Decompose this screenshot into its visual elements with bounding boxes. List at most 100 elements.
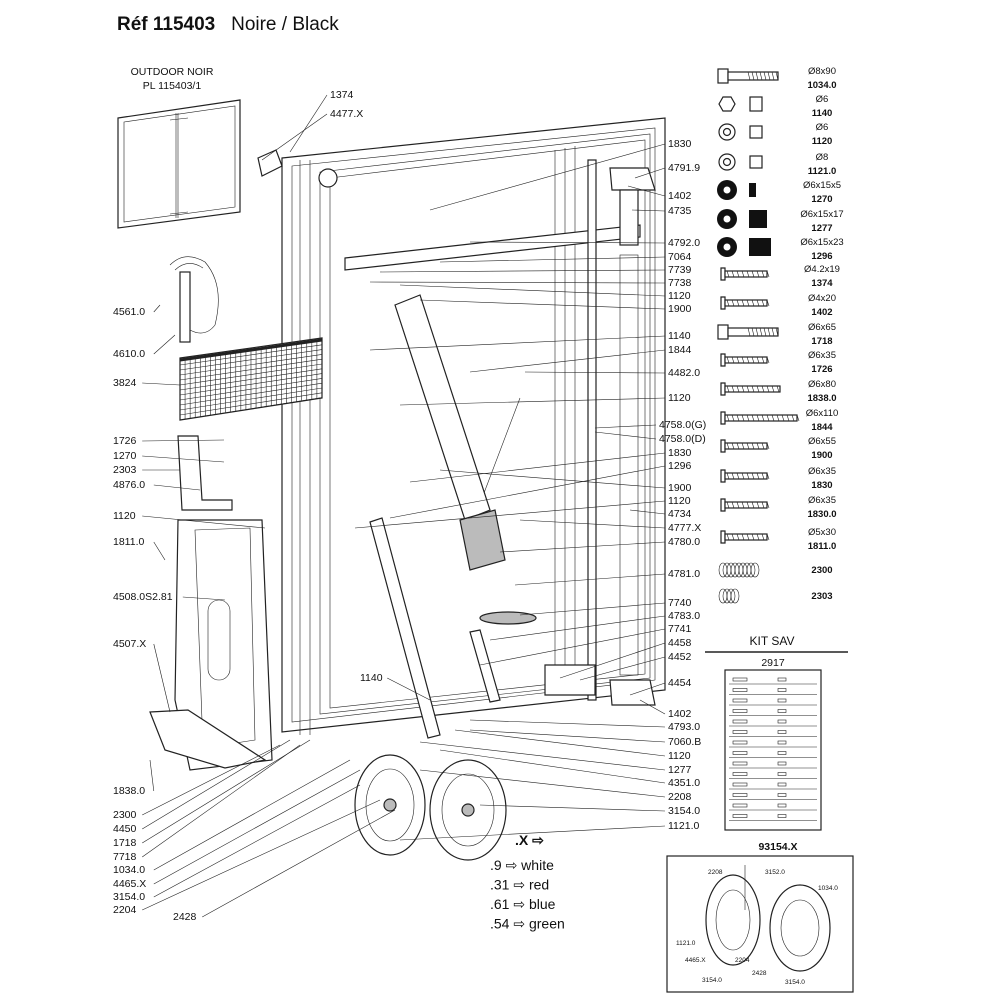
callout-label-right: 7738 [668,277,692,289]
callout-label-left: 1726 [113,435,137,447]
callout-label-left: 3824 [113,377,137,389]
callouts-left: 4561.04610.038241726127023034876.0112018… [113,306,383,923]
hardware-code: 2303 [811,591,832,602]
callout-label-right: 7064 [668,251,692,263]
corner-cap [318,168,338,188]
callout-label-right: 1844 [668,344,692,356]
callout-label-left: 2428 [173,911,197,923]
hardware-code: 1830.0 [807,509,836,520]
leader-lines [261,94,666,841]
hardware-code: 1120 [812,136,833,147]
wheel-kit-label: 2428 [752,970,767,977]
hardware-item: 2300 [718,562,833,578]
callout-label-right: 4482.0 [668,367,700,379]
callout-label-right: 1900 [668,482,692,494]
callout-label-right: 4452 [668,651,692,663]
screw-icon [720,411,800,425]
hardware-size: Ø6x35 [808,466,836,477]
page-title: Réf 115403 Noire / Black [117,14,339,36]
legend-item: .61 ⇨ blue [490,896,556,912]
spacer-icon [717,237,771,257]
callout-label-left: 1838.0 [113,785,145,797]
color-legend: .X ⇨ .9 ⇨ white.31 ⇨ red.61 ⇨ blue.54 ⇨ … [490,832,565,932]
hardware-item: Ø6x35 1830.0 [720,495,837,520]
table-thumbnail [117,99,241,229]
hardware-item: 2303 [718,588,833,604]
callout-label-right: 4777.X [668,522,701,534]
screw-icon [720,267,770,281]
wheel-kit-label: 1121.0 [676,940,696,947]
hardware-size: Ø8 [816,152,829,163]
wheel-kit-label: 3154.0 [785,979,805,986]
kit-title: KIT SAV [750,634,795,648]
callout-label-right: 7741 [668,623,692,635]
hardware-size: Ø4x20 [808,293,836,304]
callout-label-right: 4783.0 [668,610,700,622]
wheel-kit-label: 1034.0 [818,885,838,892]
callout-label-right: 4735 [668,205,692,217]
callout-label-right: 1277 [668,764,692,776]
callout-label-right: 1120 [668,495,691,507]
hardware-size: Ø6x35 [808,350,836,361]
hardware-code: 1270 [811,194,832,205]
hardware-item: Ø6x15x5 1270 [717,180,841,205]
spacer-icon [717,180,756,200]
screw-icon [720,530,770,544]
spring-washer-icon [718,562,760,578]
wheel-kit-label: 2208 [708,869,723,876]
hardware-item: Ø4x20 1402 [720,293,836,318]
hardware-size: Ø6x15x5 [803,180,841,191]
anchor-screw-icon [720,439,770,453]
hardware-code: 1718 [811,336,832,347]
callout-label-right: 1120 [668,290,691,302]
leg-support [149,435,273,771]
wheel-left [354,754,426,856]
callout-label-right: 1120 [668,392,691,404]
net-post [179,271,191,343]
callout-label-right: 4758.0(G) [659,419,706,431]
callout-label-right: 1900 [668,303,692,315]
screw-icon [720,469,770,483]
callout-label-left: 4507.X [113,638,146,650]
nut-icon [718,96,763,112]
legend-item: .54 ⇨ green [490,916,565,932]
callout-label-left: 7718 [113,851,137,863]
callout-label-right: 7740 [668,597,692,609]
hardware-code: 1402 [811,307,832,318]
callout-label-left: 4508.0S2.81 [113,591,173,603]
callout-label-left: 2204 [113,904,137,916]
callout-label-right: 4780.0 [668,536,700,548]
hardware-size: Ø6x110 [806,408,839,419]
callout-label-left: 4465.X [113,878,146,890]
callout-label-right: 3154.0 [668,805,700,817]
callout-label-right: 1402 [668,190,692,202]
wheel-kit-label: 3152.0 [765,869,785,876]
hardware-size: Ø5x30 [808,527,836,538]
callout-label-right: 4781.0 [668,568,700,580]
callouts-right: 13744477.X18304791.9140247354792.0706477… [330,89,706,832]
leader-lines-left [142,304,431,918]
legend-item: .31 ⇨ red [490,877,549,893]
hardware-size: Ø6x35 [808,495,836,506]
screw-icon [720,353,770,367]
callout-label-left: 4450 [113,823,137,835]
callout-label-right: 4734 [668,508,692,520]
hardware-code: 1838.0 [807,393,836,404]
hardware-size: Ø6x80 [808,379,836,390]
callout-label-right: 1374 [330,89,354,101]
hardware-code: 1121.0 [808,166,837,177]
callout-label-left: 1034.0 [113,864,145,876]
bolt-icon [717,324,779,340]
screw-icon [720,382,781,396]
callout-label-left: 1140 [360,672,383,684]
product-note-line1: OUTDOOR NOIR [131,66,214,78]
